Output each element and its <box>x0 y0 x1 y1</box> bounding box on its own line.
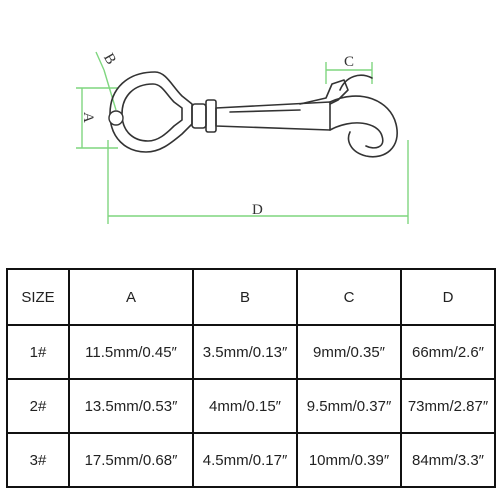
dimension-b-circle <box>108 110 124 126</box>
table-row: 3# 17.5mm/0.68″ 4.5mm/0.17″ 10mm/0.39″ 8… <box>6 432 496 488</box>
table-cell: 13.5mm/0.53″ <box>68 378 194 434</box>
table-cell: 4mm/0.15″ <box>192 378 298 434</box>
size-cell: 1# <box>6 324 70 380</box>
size-table: SIZE A B C D 1# 11.5mm/0.45″ 3.5mm/0.13″… <box>6 268 496 488</box>
column-header-d: D <box>400 268 496 326</box>
column-header-b: B <box>192 268 298 326</box>
table-cell: 9.5mm/0.37″ <box>296 378 402 434</box>
table-cell: 73mm/2.87″ <box>400 378 496 434</box>
column-header-c: C <box>296 268 402 326</box>
table-cell: 17.5mm/0.68″ <box>68 432 194 488</box>
snap-hook <box>109 71 398 158</box>
table-cell: 66mm/2.6″ <box>400 324 496 380</box>
dimension-label-d: D <box>252 202 263 218</box>
dimension-lines <box>76 51 409 224</box>
dimension-label-c: C <box>344 54 354 70</box>
table-row: 2# 13.5mm/0.53″ 4mm/0.15″ 9.5mm/0.37″ 73… <box>6 378 496 434</box>
table-cell: 9mm/0.35″ <box>296 324 402 380</box>
column-header-size: SIZE <box>6 268 70 326</box>
table-cell: 11.5mm/0.45″ <box>68 324 194 380</box>
table-row: 1# 11.5mm/0.45″ 3.5mm/0.13″ 9mm/0.35″ 66… <box>6 324 496 380</box>
table-cell: 84mm/3.3″ <box>400 432 496 488</box>
table-cell: 4.5mm/0.17″ <box>192 432 298 488</box>
table-header-row: SIZE A B C D <box>6 268 496 326</box>
table-cell: 10mm/0.39″ <box>296 432 402 488</box>
table-cell: 3.5mm/0.13″ <box>192 324 298 380</box>
size-cell: 3# <box>6 432 70 488</box>
dimension-label-b: B <box>100 51 119 68</box>
dimension-label-a: A <box>80 112 96 123</box>
snap-hook-diagram: A B C D <box>76 51 409 224</box>
column-header-a: A <box>68 268 194 326</box>
size-cell: 2# <box>6 378 70 434</box>
